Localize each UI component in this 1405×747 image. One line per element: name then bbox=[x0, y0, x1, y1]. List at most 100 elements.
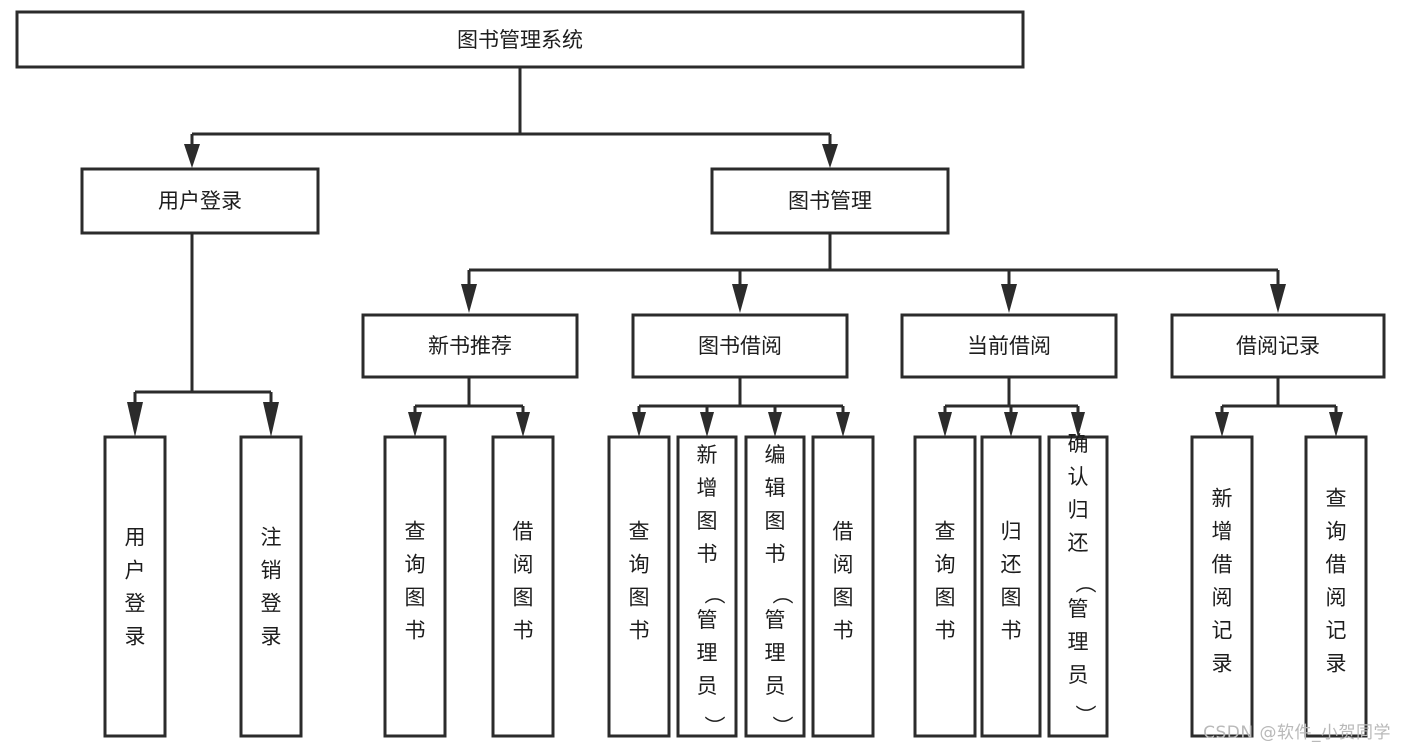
arrowhead-cb-leaf-3 bbox=[1071, 412, 1085, 437]
node-borrow-record-label: 借阅记录 bbox=[1236, 334, 1320, 358]
leaf-label-char: 理 bbox=[765, 641, 786, 665]
arrowhead-book-mgmt bbox=[822, 144, 838, 168]
leaf-label-char: 书 bbox=[935, 619, 956, 643]
leaf-label-char: 借 bbox=[1326, 553, 1347, 577]
leaf-cb-query-book-box[interactable] bbox=[913, 435, 977, 738]
node-book-management[interactable]: 图书管理 bbox=[710, 167, 950, 235]
leaf-br-add-record-box[interactable] bbox=[1190, 435, 1254, 738]
leaf-bb-query-book-box[interactable] bbox=[607, 435, 671, 738]
leaf-label-char: 图 bbox=[833, 586, 854, 610]
leaf-label-char: 图 bbox=[629, 586, 650, 610]
leaf-label-char: 还 bbox=[1068, 531, 1089, 555]
arrowhead-nb-leaf-1 bbox=[408, 412, 422, 437]
node-current-borrow[interactable]: 当前借阅 bbox=[900, 313, 1118, 379]
leaf-label-char: （ bbox=[1073, 573, 1097, 594]
leaf-label-char: ） bbox=[770, 716, 794, 737]
arrowhead-bb-leaf-4 bbox=[836, 412, 850, 437]
leaf-label-char: 管 bbox=[765, 608, 786, 632]
connector-group-current-borrow bbox=[938, 377, 1085, 437]
node-book-management-label: 图书管理 bbox=[788, 189, 872, 213]
node-user-login-label: 用户登录 bbox=[158, 189, 242, 213]
leaf-nb-query-book-box[interactable] bbox=[383, 435, 447, 738]
node-current-borrow-box[interactable] bbox=[900, 313, 1118, 379]
leaf-label-char: 员 bbox=[697, 674, 718, 698]
csdn-watermark: CSDN @软件_小贺同学 bbox=[1203, 723, 1391, 743]
leaf-label-char: 书 bbox=[513, 619, 534, 643]
leaf-br-query-record-box[interactable] bbox=[1304, 435, 1368, 738]
leaf-bb-edit-book-box[interactable] bbox=[744, 435, 806, 738]
node-root[interactable]: 图书管理系统 bbox=[15, 10, 1025, 69]
leaf-cb-return-book-box[interactable] bbox=[980, 435, 1042, 738]
leaf-label-char: 查 bbox=[629, 520, 650, 544]
node-book-borrow[interactable]: 图书借阅 bbox=[631, 313, 849, 379]
node-user-login[interactable]: 用户登录 bbox=[80, 167, 320, 235]
leaf-label-char: 录 bbox=[1212, 652, 1233, 676]
node-new-book-recommend[interactable]: 新书推荐 bbox=[361, 313, 579, 379]
arrowhead-book-borrow bbox=[732, 284, 748, 313]
leaf-label-char: 登 bbox=[261, 592, 282, 616]
leaf-user-login-box[interactable] bbox=[103, 435, 167, 738]
leaf-nb-borrow-book-box[interactable] bbox=[491, 435, 555, 738]
leaf-label-char: 借 bbox=[513, 520, 534, 544]
connector-group-user-login bbox=[127, 233, 279, 437]
node-root-label: 图书管理系统 bbox=[457, 28, 583, 52]
connector-group-root bbox=[184, 67, 838, 168]
node-new-book-recommend-box[interactable] bbox=[361, 313, 579, 379]
leaf-logout-box[interactable] bbox=[239, 435, 303, 738]
node-borrow-record-box[interactable] bbox=[1170, 313, 1386, 379]
leaf-bb-add-book-box[interactable] bbox=[676, 435, 738, 738]
leaf-label-char: 书 bbox=[697, 542, 718, 566]
leaf-label-char: 归 bbox=[1068, 498, 1089, 522]
leaf-user-login-label: 用户登录 bbox=[125, 526, 146, 649]
node-borrow-record[interactable]: 借阅记录 bbox=[1170, 313, 1386, 379]
leaf-label-char: 书 bbox=[629, 619, 650, 643]
connector-group-new-book bbox=[408, 377, 530, 437]
node-root-box[interactable] bbox=[15, 10, 1025, 69]
leaf-bb-borrow-book-box[interactable] bbox=[811, 435, 875, 738]
leaf-label-char: 认 bbox=[1068, 465, 1089, 489]
leaf-label-char: 还 bbox=[1001, 553, 1022, 577]
leaf-user-login[interactable]: 用户登录 bbox=[103, 435, 167, 738]
arrowhead-br-leaf-1 bbox=[1215, 412, 1229, 437]
leaf-label-char: 录 bbox=[261, 625, 282, 649]
leaf-label-char: 增 bbox=[1212, 520, 1233, 544]
leaf-label-char: 户 bbox=[125, 559, 146, 583]
leaf-label-char: （ bbox=[770, 584, 794, 605]
node-user-login-box[interactable] bbox=[80, 167, 320, 235]
arrowhead-bb-leaf-1 bbox=[632, 412, 646, 437]
node-current-borrow-label: 当前借阅 bbox=[967, 334, 1051, 358]
leaf-label-char: 员 bbox=[1068, 663, 1089, 687]
leaf-label-char: 图 bbox=[513, 586, 534, 610]
leaf-label-char: 新 bbox=[697, 443, 718, 467]
leaf-cb-confirm-return-box[interactable] bbox=[1047, 435, 1109, 738]
leaf-label-char: 查 bbox=[935, 520, 956, 544]
node-book-borrow-box[interactable] bbox=[631, 313, 849, 379]
connector-group-book-borrow bbox=[632, 377, 850, 437]
leaf-label-char: 理 bbox=[1068, 630, 1089, 654]
arrowhead-borrow-record bbox=[1270, 284, 1286, 313]
leaf-label-char: 归 bbox=[1001, 520, 1022, 544]
leaf-label-char: 登 bbox=[125, 592, 146, 616]
node-book-management-box[interactable] bbox=[710, 167, 950, 235]
leaf-label-char: 阅 bbox=[1212, 586, 1233, 610]
